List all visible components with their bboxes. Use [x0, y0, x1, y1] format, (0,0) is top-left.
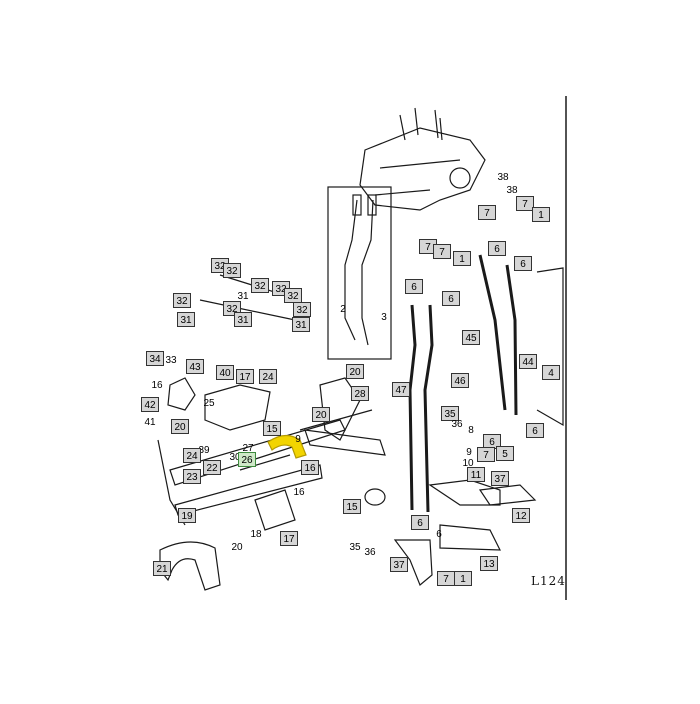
callout: 6 [488, 241, 506, 256]
callout: 12 [512, 508, 530, 523]
callout: 40 [216, 365, 234, 380]
callout: 34 [146, 351, 164, 366]
callout: 42 [141, 397, 159, 412]
callout: 32 [284, 288, 302, 303]
callout: 23 [183, 469, 201, 484]
callout: 31 [177, 312, 195, 327]
callout: 1 [532, 207, 550, 222]
callout: 27 [242, 443, 254, 454]
callout: 31 [292, 317, 310, 332]
callout: 16 [293, 487, 305, 498]
callout: 24 [259, 369, 277, 384]
control-rods [408, 254, 518, 513]
callout: 38 [506, 185, 518, 196]
callout: 39 [198, 445, 210, 456]
callout: 35 [349, 542, 361, 553]
callout: 2 [340, 304, 346, 315]
callout: 7 [516, 196, 534, 211]
callout: 19 [178, 508, 196, 523]
highlighted-part [267, 434, 307, 459]
callout: 33 [165, 355, 177, 366]
callout: 32 [223, 263, 241, 278]
callout: 30 [229, 452, 241, 463]
callout: 7 [478, 205, 496, 220]
callout: 22 [203, 460, 221, 475]
callout: 32 [293, 302, 311, 317]
callout: 37 [491, 471, 509, 486]
callout: 20 [231, 542, 243, 553]
callout: 37 [390, 557, 408, 572]
callout: 6 [411, 515, 429, 530]
callout: 47 [392, 382, 410, 397]
callout: 44 [519, 354, 537, 369]
callout: 9 [466, 447, 472, 458]
callout: 43 [186, 359, 204, 374]
callout: 8 [468, 425, 474, 436]
rod-pair-detail [344, 194, 377, 346]
callout: 7 [433, 244, 451, 259]
callout: 7 [477, 447, 495, 462]
callout: 35 [441, 406, 459, 421]
callout: 32 [251, 278, 269, 293]
callout: 17 [280, 531, 298, 546]
callout: 36 [364, 547, 376, 558]
callout: 6 [436, 529, 442, 540]
tractor-silhouette [359, 107, 486, 211]
callout: 16 [301, 460, 319, 475]
callout: 24 [183, 448, 201, 463]
drawing-reference-code: L124 [531, 574, 566, 588]
callout: 21 [153, 561, 171, 576]
callout: 1 [453, 251, 471, 266]
callout: 41 [144, 417, 156, 428]
callout: 3 [381, 312, 387, 323]
callout: 46 [451, 373, 469, 388]
callout-highlighted: 26 [238, 452, 256, 467]
callout: 20 [171, 419, 189, 434]
callout: 17 [236, 369, 254, 384]
callout: 25 [203, 398, 215, 409]
callout: 6 [405, 279, 423, 294]
callout: 20 [346, 364, 364, 379]
callout: 15 [343, 499, 361, 514]
callout: 13 [480, 556, 498, 571]
callout: 38 [497, 172, 509, 183]
callout: 5 [496, 446, 514, 461]
callout: 28 [351, 386, 369, 401]
callout: 18 [250, 529, 262, 540]
callout: 15 [263, 421, 281, 436]
callout: 11 [467, 467, 485, 482]
callout: 36 [451, 419, 463, 430]
callout: 9 [295, 434, 301, 445]
callout: 4 [542, 365, 560, 380]
callout: 20 [312, 407, 330, 422]
callout: 6 [514, 256, 532, 271]
callout: 6 [526, 423, 544, 438]
detail-frame [327, 186, 392, 360]
callout: 16 [151, 380, 163, 391]
callout: 1 [454, 571, 472, 586]
callout: 7 [437, 571, 455, 586]
callout: 31 [234, 312, 252, 327]
callout: 6 [442, 291, 460, 306]
callout: 10 [462, 458, 474, 469]
callout: 32 [173, 293, 191, 308]
callout: 31 [237, 291, 249, 302]
callout: 45 [462, 330, 480, 345]
right-detail-frame [536, 267, 564, 427]
